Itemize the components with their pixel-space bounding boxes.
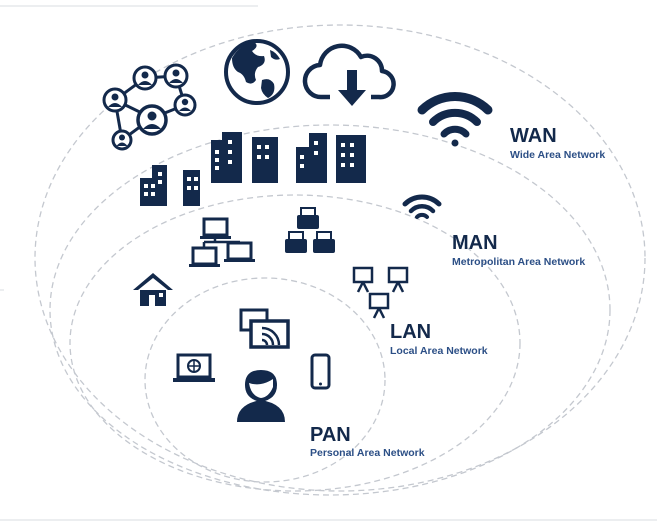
wan-label: WAN Wide Area Network — [510, 125, 605, 161]
wan-abbr: WAN — [510, 125, 557, 147]
wan-ring — [34, 24, 646, 492]
network-rings — [34, 24, 646, 496]
home-icon — [133, 273, 173, 306]
man-name: Metropolitan Area Network — [452, 256, 585, 268]
lan-ring — [69, 194, 521, 492]
computers-network-icon — [189, 217, 255, 267]
pan-abbr: PAN — [310, 424, 351, 446]
lan-label: LAN Local Area Network — [390, 321, 488, 357]
laptop-icon — [173, 353, 215, 382]
wifi-icon — [402, 194, 442, 219]
buildings-icon — [140, 132, 366, 206]
pan-ring — [144, 277, 386, 483]
wifi-icon — [417, 92, 493, 147]
wan-name: Wide Area Network — [510, 149, 605, 161]
lan-name: Local Area Network — [390, 345, 488, 357]
smartphone-icon — [310, 353, 331, 390]
cloud-download-icon — [302, 43, 396, 106]
man-ring — [49, 124, 611, 496]
presentation-boards-icon — [352, 266, 409, 319]
user-icon — [237, 370, 285, 422]
pan-label: PAN Personal Area Network — [310, 424, 425, 459]
screen-cast-icon — [239, 308, 290, 349]
printers-icon — [285, 207, 335, 253]
lan-abbr: LAN — [390, 321, 431, 343]
man-label: MAN Metropolitan Area Network — [452, 232, 585, 268]
frame-lines — [0, 5, 657, 521]
pan-name: Personal Area Network — [310, 447, 425, 459]
people-network-icon — [102, 63, 197, 151]
man-abbr: MAN — [452, 232, 498, 254]
globe-icon — [224, 39, 290, 105]
